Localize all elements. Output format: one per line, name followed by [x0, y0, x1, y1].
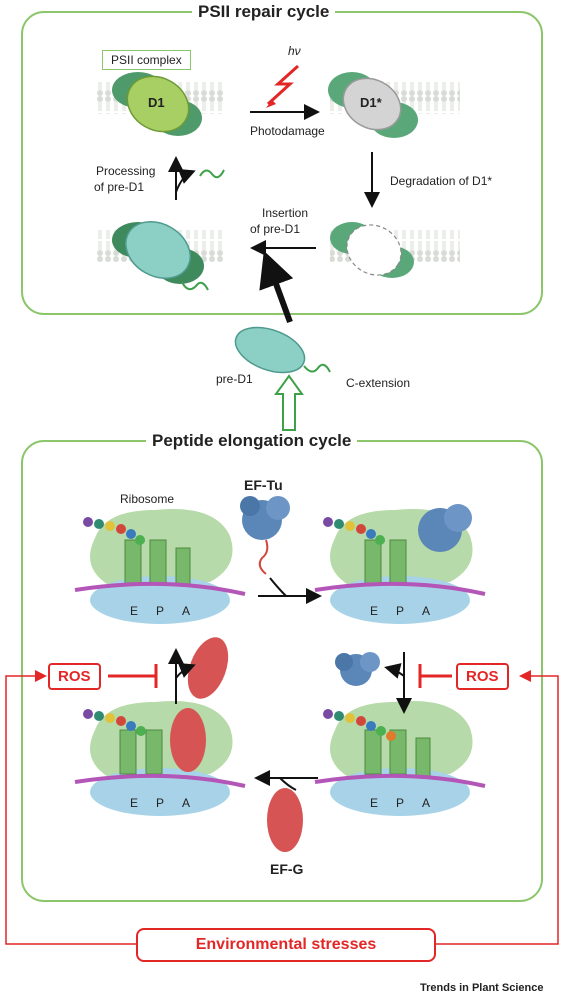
degraded-complex-shape	[330, 222, 414, 278]
cleaved-extension	[199, 169, 225, 179]
stress-to-ros-right	[434, 670, 559, 945]
site-a-bottom-left: A	[182, 796, 191, 810]
site-a-bottom-right: A	[422, 796, 431, 810]
psii-complex-label: PSII complex	[102, 50, 191, 70]
site-a-top-right: A	[422, 604, 431, 618]
site-e-top-left: E	[130, 604, 139, 618]
pre-d1-label: pre-D1	[216, 372, 253, 386]
photodamage-label: Photodamage	[250, 124, 325, 138]
hollow-green-arrow	[274, 374, 304, 431]
elongation-title: Peptide elongation cycle	[146, 431, 358, 451]
ef-tu-free-shape	[240, 496, 290, 575]
site-a-top-left: A	[182, 604, 191, 618]
stress-to-ros-left	[5, 670, 136, 945]
peptide-chain-bottom-left	[83, 709, 146, 736]
lightning-icon	[266, 64, 300, 106]
ros-box-right: ROS	[456, 663, 509, 690]
pre-d1-shape	[234, 326, 306, 374]
arrow-pre-d1-insertion	[259, 250, 294, 324]
psii-panel-border	[21, 11, 543, 315]
site-p-top-left: P	[156, 604, 165, 618]
psii-complex-shape	[112, 72, 202, 136]
site-p-top-right: P	[396, 604, 405, 618]
processing-label-1: Processing	[96, 164, 156, 178]
peptide-chain-bottom-right	[323, 709, 396, 741]
ribosome-label: Ribosome	[120, 492, 175, 506]
insertion-label-2: of pre-D1	[250, 222, 301, 236]
ef-g-free-shape	[267, 788, 303, 852]
c-extension-label: C-extension	[346, 376, 411, 390]
hv-label: hν	[288, 44, 301, 58]
site-e-bottom-left: E	[130, 796, 139, 810]
ef-g-label: EF-G	[270, 861, 304, 877]
ros-box-left: ROS	[48, 663, 101, 690]
psii-title: PSII repair cycle	[192, 2, 336, 22]
ef-tu-released-shape	[335, 652, 380, 686]
peptide-chain-top-left	[83, 517, 145, 545]
peptide-chain-top-right	[323, 517, 385, 545]
insertion-label-1: Insertion	[262, 206, 309, 220]
degradation-label: Degradation of D1*	[390, 174, 493, 188]
journal-footer: Trends in Plant Science	[420, 982, 544, 994]
environmental-stresses-box: Environmental stresses	[136, 928, 436, 962]
site-e-top-right: E	[370, 604, 379, 618]
ef-tu-label: EF-Tu	[244, 477, 283, 493]
site-e-bottom-right: E	[370, 796, 379, 810]
site-p-bottom-left: P	[156, 796, 165, 810]
d1-star-label: D1*	[360, 95, 382, 110]
d1-label: D1	[148, 95, 165, 110]
damaged-complex-shape	[328, 72, 418, 138]
site-p-bottom-right: P	[396, 796, 405, 810]
inserted-complex-shape	[112, 221, 209, 291]
ef-g-released-shape	[187, 637, 229, 699]
processing-label-2: of pre-D1	[94, 180, 145, 194]
